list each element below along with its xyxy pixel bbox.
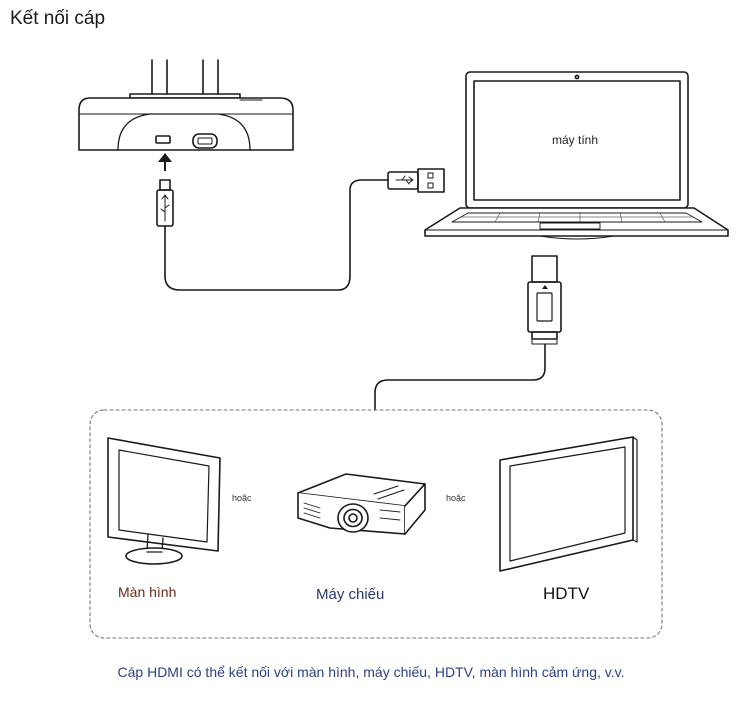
monitor-icon: [107, 437, 221, 565]
caption: Cáp HDMI có thể kết nối với màn hình, má…: [117, 664, 625, 680]
micro-usb-connector-icon: [156, 179, 174, 227]
projector-label: Máy chiếu: [316, 586, 385, 603]
usb-a-connector-icon: [387, 168, 445, 193]
laptop-icon: [424, 71, 729, 240]
monitor-label: Màn hình: [118, 584, 177, 600]
document-camera-icon: [78, 59, 294, 151]
projector-icon: [297, 473, 426, 535]
tv-icon: [499, 436, 638, 572]
usb-cable: [164, 179, 389, 291]
page-title: Kết nối cáp: [10, 8, 106, 29]
or-label: hoặc: [446, 493, 466, 503]
laptop-label: máy tính: [551, 133, 599, 147]
up-arrow-icon: [158, 153, 172, 171]
hdtv-label: HDTV: [543, 584, 590, 603]
hdmi-connector-icon: [527, 255, 562, 345]
display-options-box: [89, 409, 663, 639]
or-label: hoặc: [232, 493, 252, 503]
hdmi-cable: [374, 343, 546, 411]
